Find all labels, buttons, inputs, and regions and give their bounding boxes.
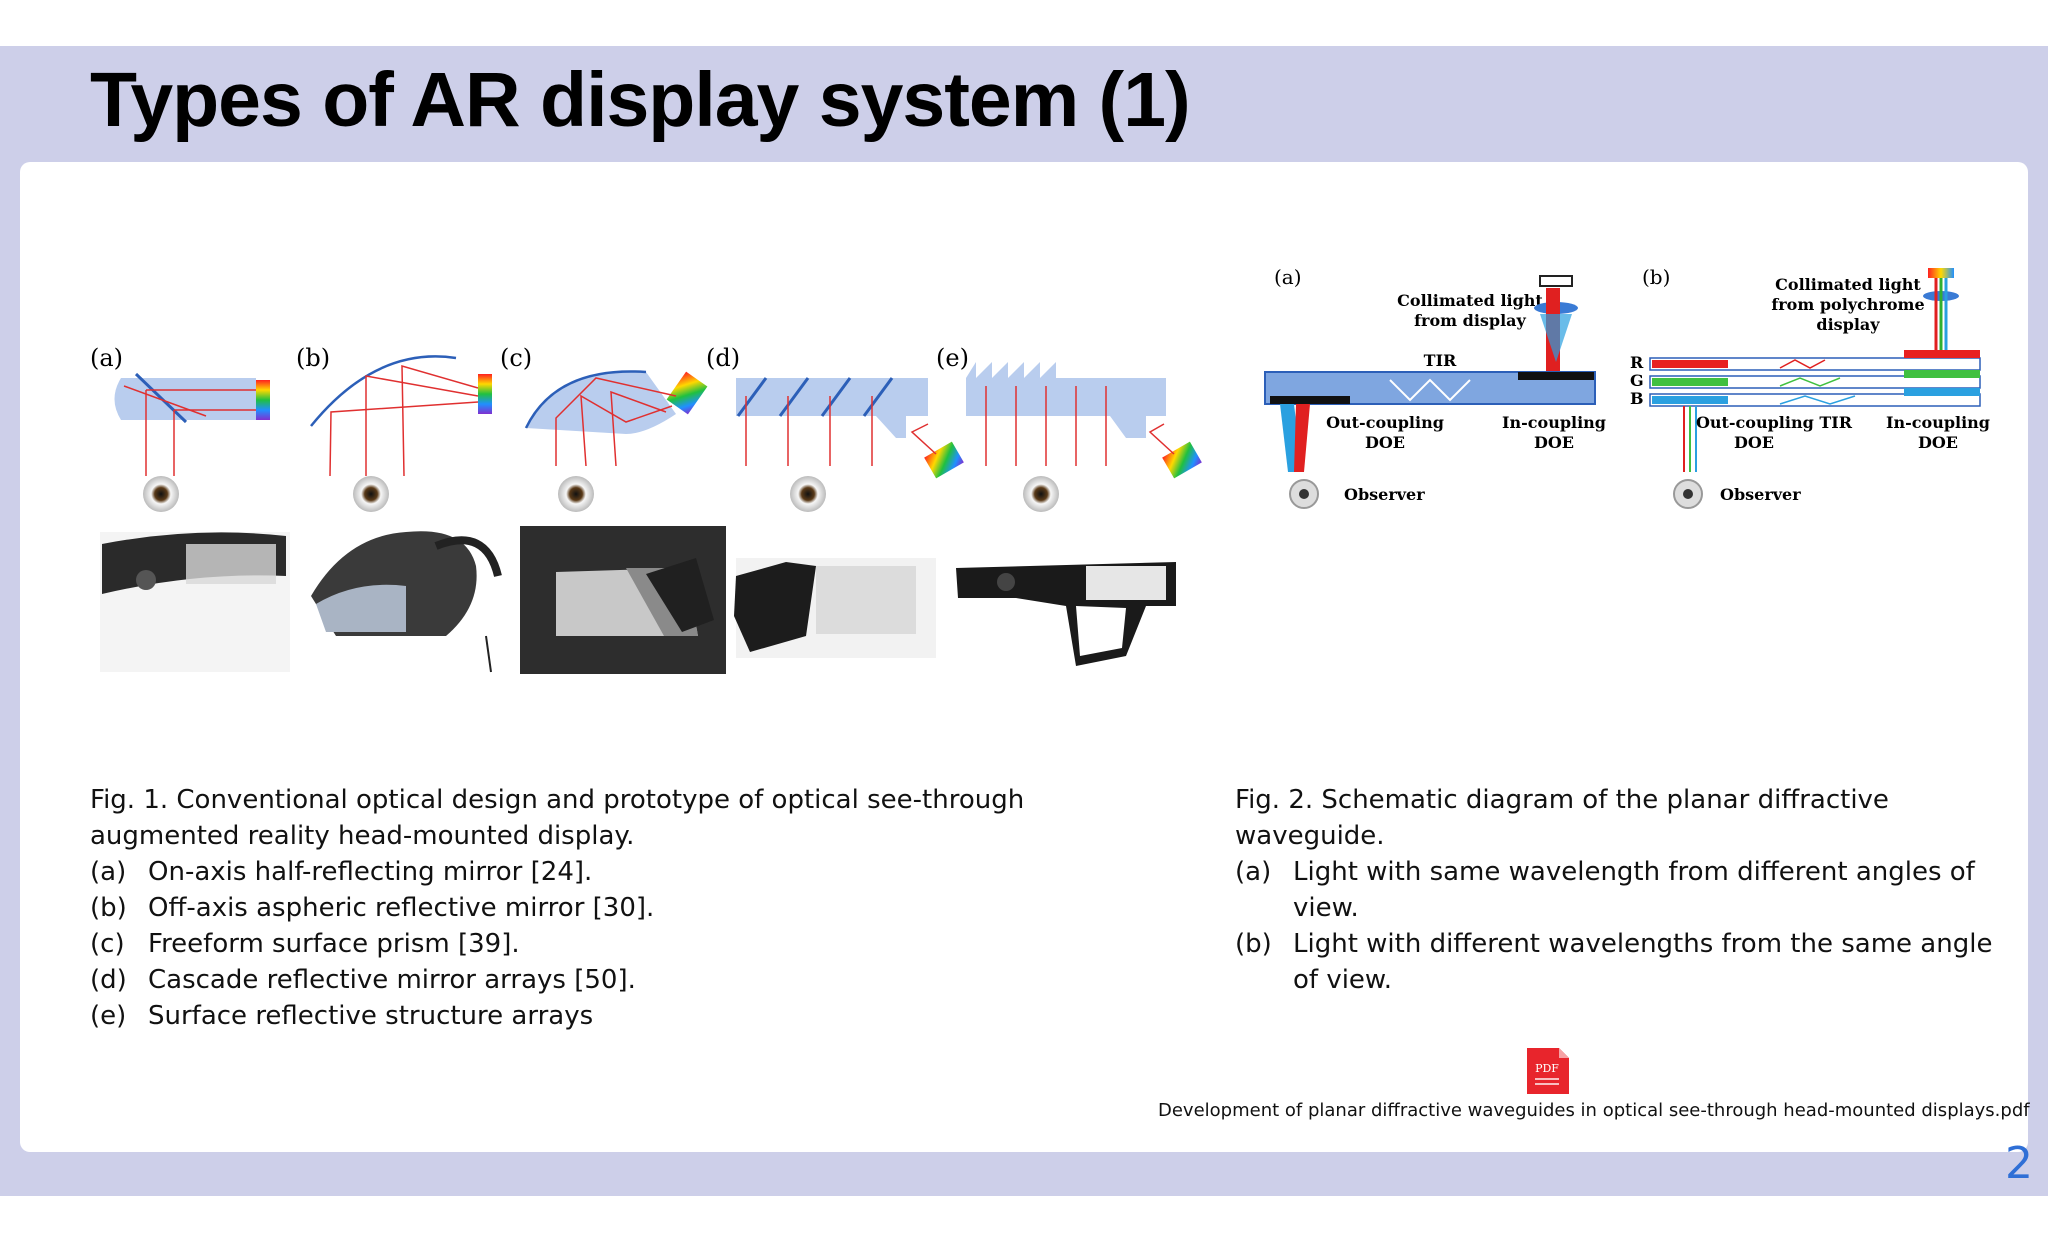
list-item: (b)Light with different wavelengths from…: [1235, 929, 1993, 995]
pdf-file-icon[interactable]: PDF: [1525, 1046, 1571, 1096]
list-item: (d)Cascade reflective mirror arrays [50]…: [90, 965, 636, 995]
content-panel: [20, 162, 2028, 1152]
diagram-surface-structure: [966, 362, 1202, 512]
fig2b-out-coupling-line1: Out-coupling TIR: [1696, 413, 1853, 432]
prototype-photo-e: [956, 562, 1176, 666]
fig2b-collimated-line1: Collimated light: [1775, 275, 1921, 294]
pdf-icon-label: PDF: [1535, 1062, 1559, 1075]
fig2b-label: (b): [1642, 265, 1670, 289]
fig2a-collimated-line1: Collimated light: [1397, 291, 1543, 310]
fig2b-g: G: [1630, 371, 1644, 390]
fig2a-collimated-line2: from display: [1414, 311, 1526, 330]
fig1-label-c: (c): [500, 344, 532, 372]
diagram-off-axis: [310, 355, 492, 512]
list-item: (e)Surface reflective structure arrays: [90, 1001, 594, 1031]
diagram-on-axis: [114, 372, 270, 512]
fig2b-in-coupling-line2: DOE: [1918, 433, 1958, 452]
list-item: (c)Freeform surface prism [39].: [90, 929, 520, 959]
fig2b-collimated-line2: from polychrome: [1771, 295, 1924, 314]
figure-1-optical-designs: (a) (b) (c) (d) (e): [90, 344, 1202, 674]
list-item: (a)On-axis half-reflecting mirror [24].: [90, 857, 593, 887]
prototype-photo-d: [734, 558, 936, 658]
fig2b-in-coupling-line1: In-coupling: [1886, 413, 1990, 432]
fig2a-observer: Observer: [1344, 485, 1425, 504]
fig2b-observer: Observer: [1720, 485, 1801, 504]
fig1-label-d: (d): [706, 344, 740, 372]
figure-2-waveguide-schematic: (a) Collimated light from display TIR Ou…: [1264, 265, 1990, 509]
prototype-photo-b: [311, 531, 502, 673]
waveguide-red: [1649, 357, 1981, 371]
fig1-label-a: (a): [90, 344, 123, 372]
fig2a-out-coupling-line1: Out-coupling: [1326, 413, 1444, 432]
list-item: (b)Off-axis aspheric reflective mirror […: [90, 893, 655, 923]
fig2a-out-coupling-line2: DOE: [1365, 433, 1405, 452]
fig1-label-b: (b): [296, 344, 330, 372]
fig1-label-e: (e): [936, 344, 969, 372]
diagram-cascade-mirrors: [736, 377, 964, 512]
slide-title: Types of AR display system (1): [90, 57, 1191, 143]
pdf-attachment-link[interactable]: Development of planar diffractive wavegu…: [1158, 1100, 2030, 1121]
fig2-caption-title: Fig. 2. Schematic diagram of the planar …: [1235, 785, 1889, 851]
fig2b-r: R: [1630, 353, 1644, 372]
page-number: 2: [2005, 1138, 2033, 1189]
fig2a-in-coupling-line1: In-coupling: [1502, 413, 1606, 432]
fig2a-tir: TIR: [1424, 351, 1457, 370]
waveguide-green: [1649, 375, 1981, 389]
fig2b-collimated-line3: display: [1816, 315, 1880, 334]
fig2b-b: B: [1630, 389, 1644, 408]
figure-2-caption: Fig. 2. Schematic diagram of the planar …: [1235, 782, 2015, 998]
fig2a-in-coupling-line2: DOE: [1534, 433, 1574, 452]
fig1-caption-title: Fig. 1. Conventional optical design and …: [90, 785, 1025, 851]
prototype-photo-c: [520, 526, 726, 674]
list-item: (a)Light with same wavelength from diffe…: [1235, 857, 1975, 923]
fig2a-label: (a): [1274, 265, 1302, 289]
prototype-photo-a: [100, 532, 290, 672]
diagram-freeform-prism: [524, 370, 708, 512]
figure-1-caption: Fig. 1. Conventional optical design and …: [90, 782, 1170, 1034]
waveguide-blue: [1649, 393, 1981, 407]
fig2b-out-coupling-line2: DOE: [1734, 433, 1774, 452]
